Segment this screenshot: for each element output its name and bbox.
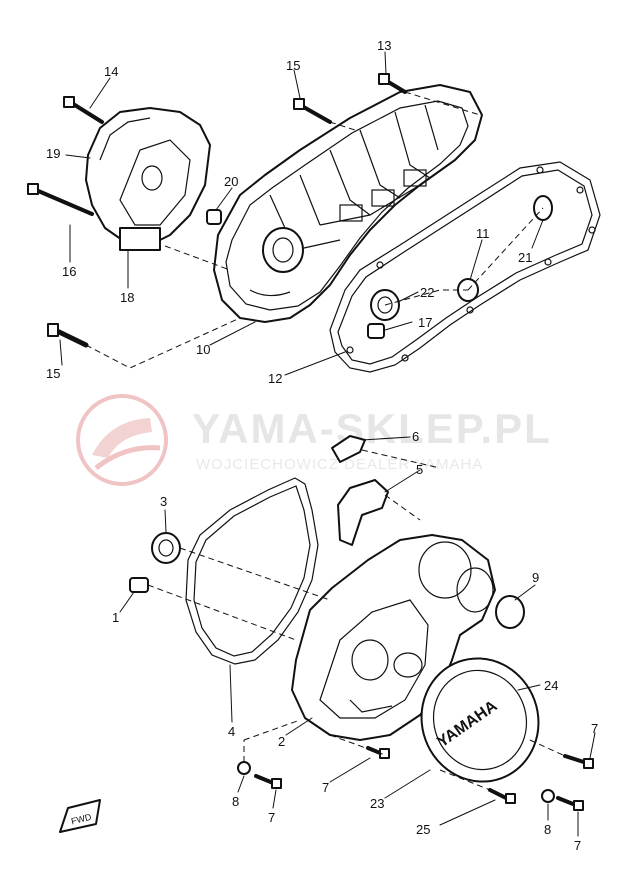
cover-bearing-boss bbox=[262, 227, 304, 273]
callout-7-left: 7 bbox=[268, 810, 275, 825]
callout-21: 21 bbox=[518, 250, 532, 265]
callout-7-middle: 7 bbox=[322, 780, 329, 795]
generator-cover-24 bbox=[420, 657, 540, 783]
gasket-bolt-holes bbox=[346, 166, 596, 362]
callout-16: 16 bbox=[62, 264, 76, 279]
clutch-cover bbox=[291, 534, 496, 741]
watermark-logo bbox=[76, 394, 168, 486]
lower-guide-lines bbox=[147, 449, 566, 791]
callout-3: 3 bbox=[160, 494, 167, 509]
callout-2: 2 bbox=[278, 734, 285, 749]
bolt-25 bbox=[488, 788, 516, 804]
callout-23: 23 bbox=[370, 796, 384, 811]
callout-24: 24 bbox=[544, 678, 558, 693]
bolt-15-top bbox=[293, 98, 332, 124]
callout-6: 6 bbox=[412, 429, 419, 444]
dowel-pin-1 bbox=[129, 577, 149, 593]
bolt-14 bbox=[63, 96, 104, 124]
callout-9: 9 bbox=[532, 570, 539, 585]
generator-housing bbox=[85, 107, 211, 246]
washer-8-left bbox=[237, 761, 251, 775]
housing-bracket bbox=[119, 227, 161, 251]
bolt-7-bottom bbox=[556, 796, 584, 811]
callout-18: 18 bbox=[120, 290, 134, 305]
watermark-subtitle: WOJCIECHOWICZ DEALER YAMAHA bbox=[196, 456, 483, 473]
callout-8-left: 8 bbox=[232, 794, 239, 809]
callout-8-right: 8 bbox=[544, 822, 551, 837]
bracket-6 bbox=[331, 435, 366, 463]
callout-1: 1 bbox=[112, 610, 119, 625]
bolt-15-bottom bbox=[47, 323, 89, 348]
watermark-title: YAMA-SKLEP.PL bbox=[192, 405, 552, 452]
callout-labels: 14 15 13 19 20 16 18 11 21 22 17 15 10 1… bbox=[46, 38, 598, 853]
callout-13: 13 bbox=[377, 38, 391, 53]
leader-lines bbox=[59, 51, 596, 837]
callout-10: 10 bbox=[196, 342, 210, 357]
callout-7-bottom: 7 bbox=[574, 838, 581, 853]
callout-20: 20 bbox=[224, 174, 238, 189]
bracket-5 bbox=[337, 479, 389, 546]
fwd-label: FWD bbox=[70, 812, 93, 827]
callout-25: 25 bbox=[416, 822, 430, 837]
callout-15-bottom: 15 bbox=[46, 366, 60, 381]
callout-17: 17 bbox=[418, 315, 432, 330]
crankcase-cover-ribs bbox=[269, 104, 439, 251]
bolt-7-left bbox=[254, 774, 282, 789]
bolt-13 bbox=[378, 73, 407, 94]
bolt-7-right bbox=[563, 754, 594, 769]
crankcase-cover-gasket bbox=[329, 161, 601, 373]
forward-arrow-icon bbox=[59, 799, 101, 833]
inspection-cap-9 bbox=[495, 595, 525, 629]
bolt-16 bbox=[27, 183, 94, 216]
callout-4: 4 bbox=[228, 724, 235, 739]
dowel-pin-20 bbox=[206, 209, 222, 225]
callout-12: 12 bbox=[268, 371, 282, 386]
upper-guide-lines bbox=[85, 91, 544, 369]
callout-19: 19 bbox=[46, 146, 60, 161]
washer-8-right bbox=[541, 789, 555, 803]
callout-15-top: 15 bbox=[286, 58, 300, 73]
oil-seal-3 bbox=[151, 532, 181, 564]
callout-14: 14 bbox=[104, 64, 118, 79]
callout-22: 22 bbox=[420, 285, 434, 300]
dowel-pin-17 bbox=[367, 323, 385, 339]
callout-5: 5 bbox=[416, 462, 423, 477]
callout-11: 11 bbox=[476, 226, 490, 241]
clutch-cover-gasket bbox=[185, 477, 319, 665]
callout-7-right: 7 bbox=[591, 721, 598, 736]
